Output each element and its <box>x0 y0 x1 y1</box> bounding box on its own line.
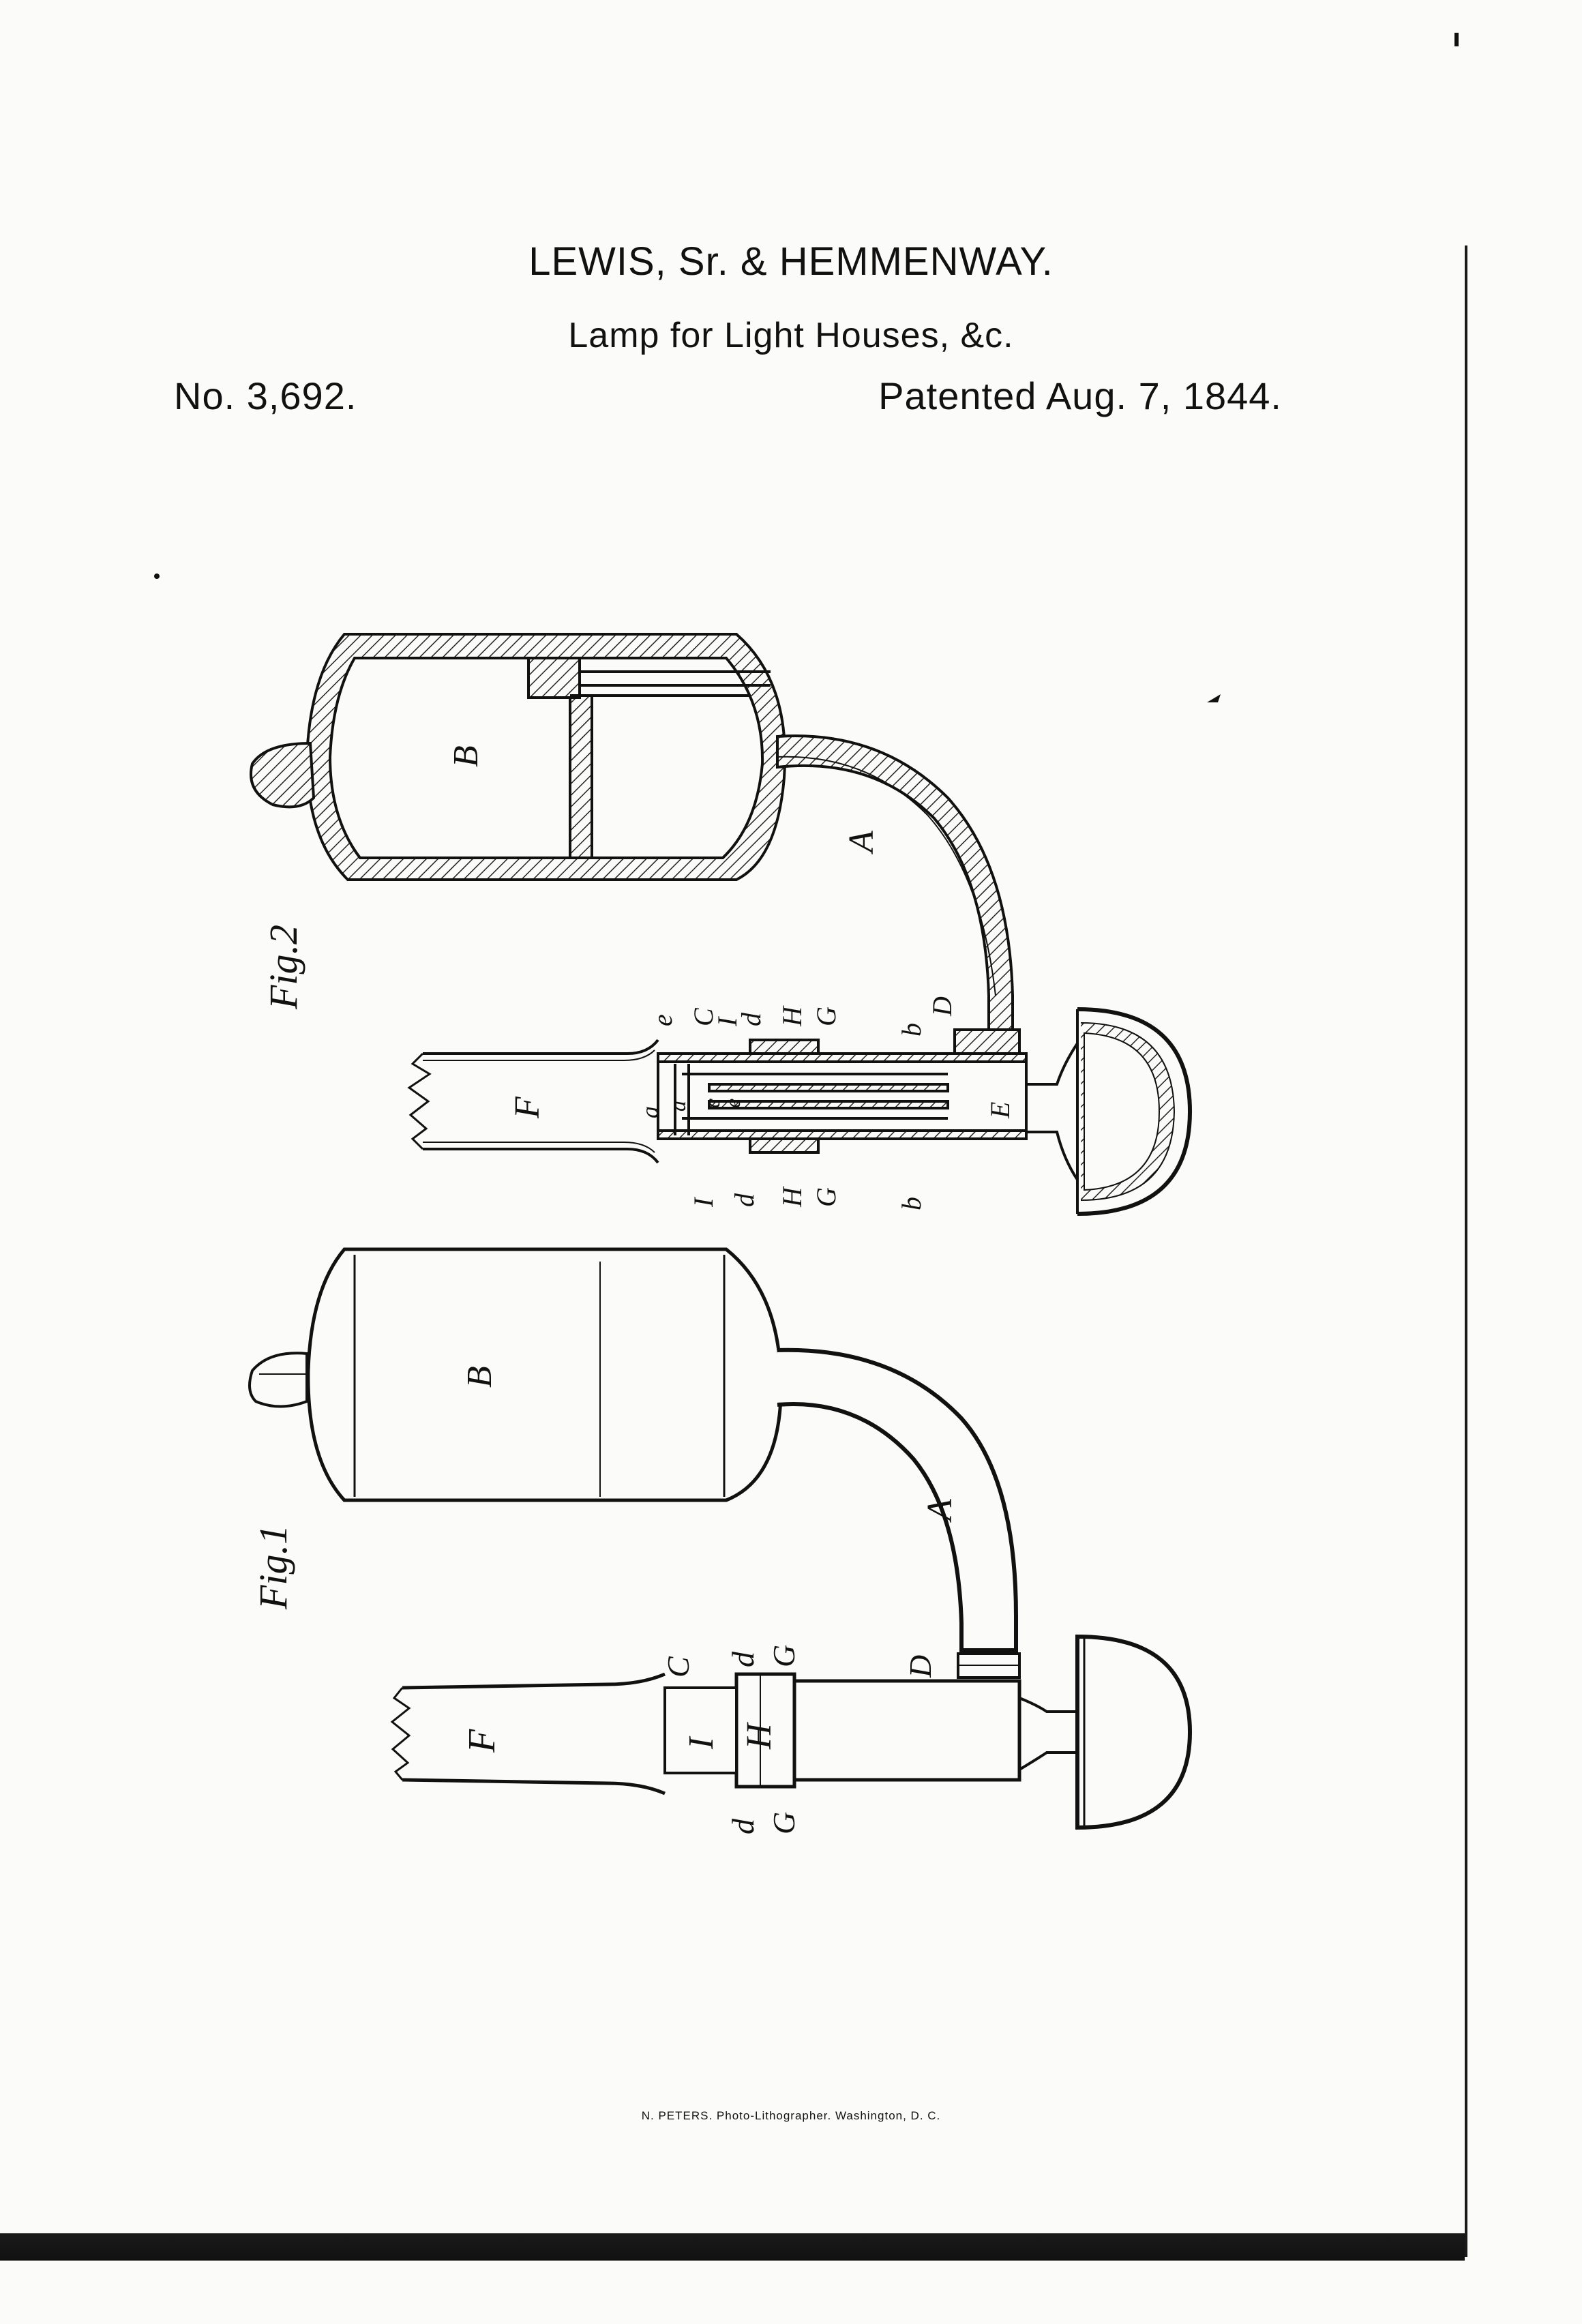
fig1-chimney-f <box>390 1672 666 1796</box>
fig2-label: d <box>729 1193 760 1207</box>
fig1-label: d <box>726 1651 760 1667</box>
fig1-collar <box>734 1672 796 1789</box>
fig1-label: D <box>903 1655 938 1678</box>
fig2-label: d <box>736 1012 766 1026</box>
fig2-label: A <box>842 831 881 854</box>
fig2-chimney-f <box>407 1039 659 1164</box>
fig2-label: H <box>777 1186 807 1208</box>
fig1-label: d <box>726 1818 760 1834</box>
fig1-pipe-a <box>777 1347 1018 1652</box>
fig1-burner-tube <box>792 1679 1021 1782</box>
lithographer-imprint: N. PETERS. Photo-Lithographer. Washingto… <box>641 2109 941 2122</box>
fig1-label: I <box>682 1735 721 1750</box>
patent-title: Lamp for Light Houses, &c. <box>568 316 1014 355</box>
fig2-label: b <box>896 1023 927 1037</box>
fig2-label: H <box>777 1005 807 1027</box>
fig2-label: b <box>896 1197 927 1210</box>
fig2-label: E <box>985 1102 1015 1119</box>
fig1-label: A <box>921 1499 959 1523</box>
fig2-label: B <box>447 745 486 767</box>
fig1-label: H <box>740 1722 779 1750</box>
fig2-pipe-a <box>776 734 1014 1031</box>
fig1-reservoir-b <box>248 1247 783 1502</box>
fig2-label: D <box>927 996 957 1017</box>
fig2-label: F <box>508 1096 547 1119</box>
page-margin-bottom <box>0 2261 1582 2324</box>
patent-number: No. 3,692. <box>174 374 357 417</box>
fig2-label: e <box>720 1099 745 1108</box>
patent-inventors: LEWIS, Sr. & HEMMENWAY. <box>528 239 1054 284</box>
fig1-dish <box>1018 1634 1193 1830</box>
fig2-caption: Fig.2 <box>261 925 305 1010</box>
fig1-label: B <box>460 1366 499 1388</box>
fig2-label: e <box>647 1014 678 1026</box>
page-edge-right <box>1465 245 1467 2257</box>
figure-1 <box>248 1247 1193 1830</box>
figure-labels: Fig.2 Fig.1 B A D e C I d H G b F a a c … <box>251 745 1015 1834</box>
fig1-label: G <box>766 1812 801 1834</box>
fig1-label: C <box>661 1656 696 1678</box>
fig2-reservoir-b <box>250 633 787 881</box>
fig2-label: I <box>688 1197 719 1208</box>
fig2-label: a <box>636 1106 663 1118</box>
patent-date: Patented Aug. 7, 1844. <box>878 374 1282 417</box>
fig1-label: G <box>766 1645 801 1667</box>
scan-marks <box>154 33 1459 702</box>
fig2-label: G <box>811 1187 841 1207</box>
fig1-part-i <box>663 1686 738 1774</box>
page-edge-bottom <box>0 2233 1465 2261</box>
fig2-label: G <box>811 1007 841 1026</box>
fig1-label: F <box>461 1729 503 1753</box>
fig2-burner-tubes <box>657 1039 1028 1154</box>
fig2-dish <box>1026 1007 1193 1216</box>
figure-2 <box>250 633 1193 1216</box>
fig1-caption: Fig.1 <box>251 1525 295 1610</box>
fig2-label: a <box>666 1101 690 1112</box>
fig2-label: C <box>688 1007 719 1026</box>
fig2-label: I <box>712 1016 743 1027</box>
fig2-label: c <box>700 1099 724 1108</box>
